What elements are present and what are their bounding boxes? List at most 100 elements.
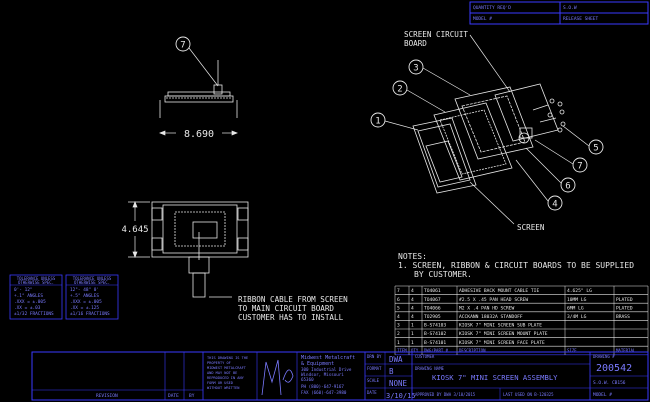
svg-text:OTHERWISE SPEC.: OTHERWISE SPEC. (18, 280, 54, 285)
bom-cell-item: 5 (397, 305, 400, 311)
bom-cell-size: 10MM LG (567, 297, 587, 303)
drawing-name-value: KIOSK 7" MINI SCREEN ASSEMBLY (432, 373, 558, 382)
release-label: RELEASE SHEET (563, 16, 599, 22)
bom-cell-item: 2 (397, 331, 400, 337)
ribbon-cable-note-line1: RIBBON CABLE FROM SCREEN (238, 295, 348, 304)
svg-text:5: 5 (593, 144, 598, 154)
bom-cell-item: 1 (397, 340, 400, 346)
bom-cell-size: 6MM LG (567, 305, 584, 311)
bom-header-size: SIZE (567, 348, 577, 353)
bom-cell-item: 6 (397, 297, 400, 303)
bom-cell-qty: 4 (411, 297, 414, 303)
balloon-iso-7: 7 (534, 139, 588, 173)
svg-text:MIDWEST METALCRAFT: MIDWEST METALCRAFT (207, 366, 247, 370)
balloon-iso-2: 2 (392, 80, 446, 113)
svg-text:7: 7 (180, 41, 185, 51)
bom-cell-size: 4.625" LG (567, 288, 592, 294)
model-label: MODEL # (473, 16, 492, 22)
header-box: QUANTITY REQ'D MODEL # S.O.W RELEASE SHE… (469, 1, 649, 25)
bom-cell-desc: KIOSK 7" MINI SCREEN MOUNT PLATE (459, 331, 548, 337)
company-logo-icon (261, 359, 294, 396)
bom-cell-part: TO4066 (424, 305, 441, 311)
notes-title: NOTES: (398, 252, 427, 261)
svg-text:DATE: DATE (367, 390, 377, 395)
svg-text:+.5° ANGLES: +.5° ANGLES (70, 293, 99, 299)
bom-cell-part: B-S74102 (424, 331, 446, 337)
bom-cell-finish: PLATED (616, 297, 633, 303)
balloon-iso-4: 4 (515, 159, 563, 211)
svg-text:& Equipment: & Equipment (301, 361, 334, 367)
svg-text:+.1° ANGLES: +.1° ANGLES (14, 293, 43, 299)
svg-text:OTHERWISE SPEC.: OTHERWISE SPEC. (74, 280, 110, 285)
svg-text:FAX (660)-647-3980: FAX (660)-647-3980 (301, 390, 347, 395)
svg-text:APPROVED BY DWA 3/10/2015: APPROVED BY DWA 3/10/2015 (415, 392, 476, 397)
title-block: REVISION DATE BY THIS DRAWING IS THE PRO… (31, 351, 649, 401)
date-col-label: DATE (168, 393, 179, 399)
top-view (159, 60, 238, 118)
svg-text:.XX = ±.03: .XX = ±.03 (14, 305, 41, 311)
drawing-number-value: 200542 (596, 363, 632, 374)
isometric-view (412, 83, 566, 194)
bom-cell-finish: PLATED (616, 305, 633, 311)
tolerance-box-left: TOLERANCE UNLESS OTHERWISE SPEC. 0'- 12"… (9, 274, 63, 320)
ribbon-cable-note-line3: CUSTOMER HAS TO INSTALL (238, 313, 344, 322)
svg-text:12"- 48" 0': 12"- 48" 0' (70, 287, 99, 293)
svg-text:CUSTOMER: CUSTOMER (415, 354, 435, 359)
bom-cell-part: B-S74101 (424, 340, 446, 346)
svg-text:DRAWING #: DRAWING # (593, 354, 615, 359)
height-dimension-value: 4.645 (121, 225, 148, 235)
svg-text:±1/16 FRACTIONS: ±1/16 FRACTIONS (70, 311, 110, 317)
svg-text:PH (800)-647-9167: PH (800)-647-9167 (301, 384, 344, 389)
revision-label: REVISION (96, 393, 118, 399)
bom-header-finish: MATERIAL (616, 348, 636, 353)
svg-text:.XXX = ±.005: .XXX = ±.005 (14, 299, 46, 305)
svg-text:DRN BY: DRN BY (367, 354, 382, 359)
svg-text:AND MAY NOT BE: AND MAY NOT BE (207, 371, 237, 375)
screen-label: SCREEN (517, 223, 545, 232)
ribbon-cable-note-line2: TO MAIN CIRCUIT BOARD (238, 304, 334, 313)
svg-text:S.O.W. CB156: S.O.W. CB156 (593, 380, 626, 386)
bom-cell-part: TO2905 (424, 314, 441, 320)
balloon-iso-3: 3 (408, 59, 471, 96)
height-dimension (128, 201, 150, 258)
svg-text:FORMAT: FORMAT (367, 366, 382, 371)
svg-text:1: 1 (375, 117, 380, 127)
bom-header-item: ITEM (397, 348, 407, 353)
svg-text:.XX = ±.125: .XX = ±.125 (70, 305, 99, 311)
tolerance-box-right: TOLERANCE UNLESS OTHERWISE SPEC. 12"- 48… (65, 274, 119, 320)
balloon-iso-1: 1 (370, 112, 419, 131)
bom-cell-size: 3/4M LG (567, 314, 587, 320)
width-dimension (159, 130, 238, 136)
bom-header-qty: QTY (411, 348, 419, 353)
notes-line1: 1. SCREEN, RIBBON & CIRCUIT BOARDS TO BE… (398, 261, 634, 270)
svg-text:SCALE: SCALE (367, 378, 380, 383)
by-col-label: BY (189, 393, 195, 399)
drawn-by-value: DWA (389, 355, 403, 364)
bom-header-part: DWG/PART # (424, 348, 449, 353)
svg-text:FORM OR USED: FORM OR USED (207, 381, 233, 385)
bom-cell-qty: 1 (411, 331, 414, 337)
svg-text:DRAWING NAME: DRAWING NAME (415, 366, 444, 371)
svg-text:Windsor, Missouri: Windsor, Missouri (301, 372, 344, 377)
svg-text:LAST USED ON B-120325: LAST USED ON B-120325 (503, 392, 554, 397)
svg-text:REPRODUCED IN ANY: REPRODUCED IN ANY (207, 376, 245, 380)
quantity-label: QUANTITY REQ'D (473, 5, 511, 11)
bom-cell-item: 3 (397, 323, 400, 329)
sow-label: S.O.W (563, 5, 577, 11)
width-dimension-value: 8.690 (184, 129, 214, 140)
front-view (151, 201, 249, 298)
bom-cell-part: TO4061 (424, 288, 441, 294)
bom-cell-part: TO4067 (424, 297, 441, 303)
svg-text:3: 3 (413, 64, 418, 74)
bom-header-desc: DESCRIPTION (459, 348, 486, 353)
balloon-iso-6: 6 (525, 147, 576, 193)
svg-text:7: 7 (577, 162, 582, 172)
bom-cell-desc: ADHESIVE BACK MOUNT CABLE TIE (459, 288, 539, 294)
bom-cell-qty: 1 (411, 323, 414, 329)
svg-text:0'- 12": 0'- 12" (14, 287, 33, 293)
svg-text:6: 6 (565, 182, 570, 192)
svg-text:WITHOUT WRITTEN: WITHOUT WRITTEN (207, 386, 239, 390)
bom-cell-part: B-S74103 (424, 323, 446, 329)
